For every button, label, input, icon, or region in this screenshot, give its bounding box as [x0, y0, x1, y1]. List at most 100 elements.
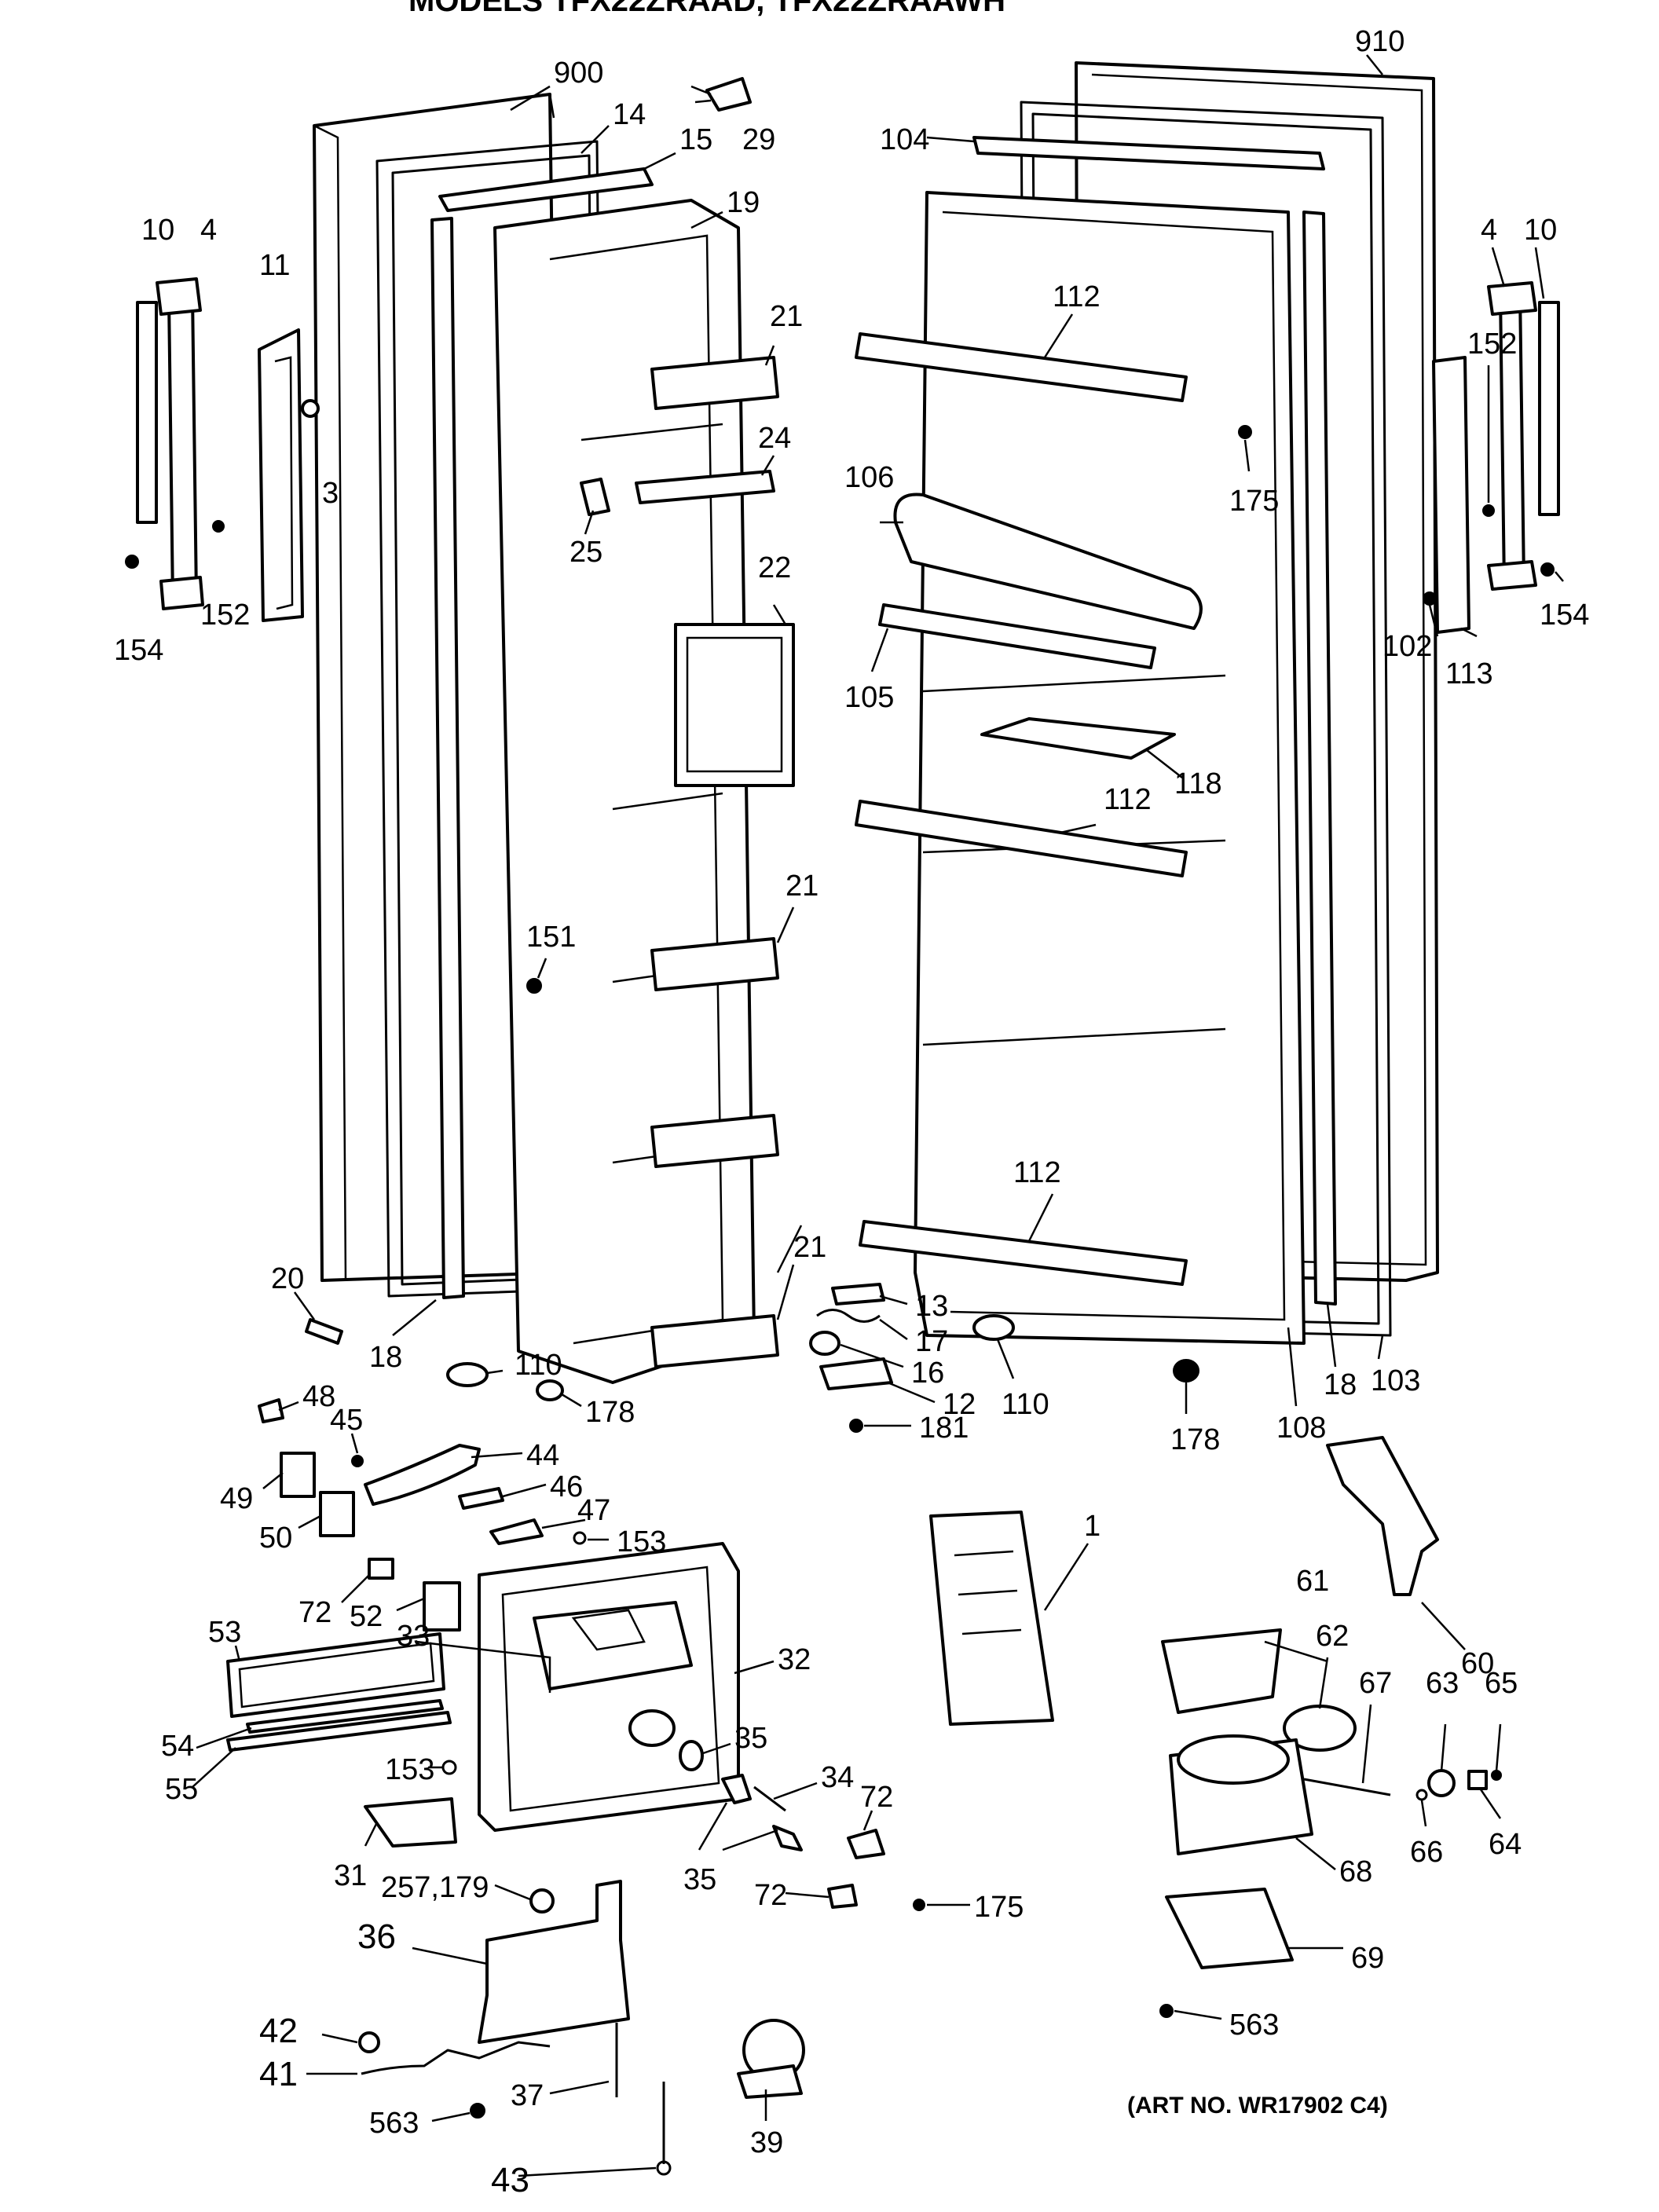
label-64: 64	[1489, 1828, 1522, 1861]
label-29: 29	[742, 123, 775, 156]
label-72-right: 72	[860, 1781, 893, 1814]
callout-labels: 900 14 15 29 19 10 4 11 3 154 152 21 24 …	[114, 25, 1589, 2199]
nut-64	[1467, 1770, 1488, 1790]
label-102: 102	[1382, 630, 1432, 663]
plate-13	[831, 1283, 885, 1306]
hinge-pin-20	[305, 1318, 343, 1345]
label-153-mid: 153	[385, 1753, 434, 1786]
label-21-top: 21	[770, 300, 803, 333]
ice-dispenser-housing-32	[478, 1542, 740, 1832]
freezer-shelf-rail-top	[650, 356, 779, 410]
label-563-right: 563	[1229, 2009, 1279, 2042]
art-number: (ART NO. WR17902 C4)	[1127, 2093, 1388, 2119]
screw-175-bot	[913, 1899, 925, 1911]
left-hinge-4	[156, 277, 204, 610]
label-153-top: 153	[617, 1525, 666, 1558]
bushing-42	[358, 2031, 380, 2053]
cup-69	[1165, 1888, 1294, 1969]
grommet-257-179	[529, 1888, 555, 1914]
fresh-food-door-trim-strip	[1302, 211, 1337, 1306]
label-25: 25	[569, 536, 602, 569]
washer-66	[1415, 1789, 1428, 1801]
label-65: 65	[1485, 1667, 1518, 1700]
label-49: 49	[220, 1482, 253, 1515]
label-154-left: 154	[114, 634, 163, 667]
right-hinge-4	[1487, 281, 1537, 591]
knob-48	[258, 1398, 284, 1423]
label-63: 63	[1426, 1667, 1459, 1700]
label-154-right: 154	[1540, 599, 1589, 632]
label-20: 20	[271, 1262, 304, 1295]
label-108: 108	[1276, 1412, 1326, 1445]
left-trim-strip-10	[136, 301, 158, 524]
label-12: 12	[943, 1388, 976, 1421]
label-152-left: 152	[200, 599, 250, 632]
manual-1	[929, 1511, 1054, 1726]
label-69: 69	[1351, 1942, 1384, 1975]
label-35-bot: 35	[683, 1863, 716, 1896]
label-36: 36	[357, 1917, 396, 1956]
label-47: 47	[577, 1494, 610, 1527]
lamp-110-left	[446, 1362, 489, 1387]
dispenser-switch-25	[580, 478, 610, 516]
label-41: 41	[259, 2055, 298, 2093]
screw-563-left	[470, 2103, 485, 2119]
screw-102	[1423, 591, 1437, 606]
freezer-shelf-rail-24	[635, 470, 775, 504]
cam-16	[809, 1331, 840, 1356]
screw-152-left	[212, 520, 225, 533]
fresh-food-top-cap-104	[972, 136, 1325, 170]
label-19: 19	[727, 186, 760, 219]
cap-178-left	[536, 1379, 564, 1401]
label-42: 42	[259, 2012, 298, 2050]
clip-29	[690, 77, 752, 112]
handle-11	[258, 328, 304, 622]
motor-housing-68	[1169, 1734, 1313, 1855]
screw-175-top	[1238, 425, 1252, 439]
freezer-shelf-rail-mid	[650, 937, 779, 991]
spring-34	[753, 1785, 786, 1812]
label-14: 14	[613, 98, 646, 131]
label-50: 50	[259, 1522, 292, 1555]
label-32: 32	[778, 1643, 811, 1676]
label-21-mid: 21	[786, 870, 819, 903]
label-175-bot: 175	[974, 1891, 1024, 1924]
label-39: 39	[750, 2126, 783, 2159]
label-110-left: 110	[515, 1349, 562, 1382]
label-118: 118	[1174, 767, 1222, 800]
label-3: 3	[322, 477, 339, 510]
label-17: 17	[915, 1325, 948, 1358]
label-257-179: 257,179	[381, 1871, 489, 1904]
label-21-bot: 21	[793, 1231, 826, 1264]
diagram-title: MODELS TFX22ZRAAD, TFX22ZRAAWH	[408, 0, 1005, 18]
label-55: 55	[165, 1773, 198, 1806]
screw-563-right	[1159, 2004, 1174, 2018]
label-31: 31	[334, 1859, 367, 1892]
label-24: 24	[758, 422, 791, 455]
label-33: 33	[397, 1620, 430, 1653]
screw-152-right	[1482, 504, 1495, 517]
pin-35-bot	[721, 1774, 803, 1851]
screw-181	[849, 1419, 863, 1433]
motor-39	[737, 2019, 805, 2099]
label-15: 15	[679, 123, 712, 156]
label-46: 46	[550, 1470, 583, 1503]
cap-65	[1491, 1770, 1502, 1781]
label-112-bot: 112	[1013, 1156, 1061, 1189]
label-18-right: 18	[1324, 1368, 1357, 1401]
label-4-right: 4	[1481, 214, 1497, 247]
label-112-top: 112	[1053, 280, 1101, 313]
spring-17	[816, 1309, 881, 1323]
chute-61	[1161, 1628, 1282, 1714]
label-105: 105	[844, 681, 894, 714]
label-900: 900	[554, 57, 603, 90]
label-43: 43	[491, 2161, 529, 2199]
label-22: 22	[758, 551, 791, 584]
screw-154-right	[1540, 562, 1555, 577]
label-11: 11	[259, 249, 290, 282]
freezer-shelf-rail-bottom	[650, 1314, 779, 1368]
cap-63	[1427, 1769, 1456, 1797]
label-68: 68	[1339, 1855, 1372, 1888]
shelf-bar-112-mid	[855, 800, 1188, 877]
